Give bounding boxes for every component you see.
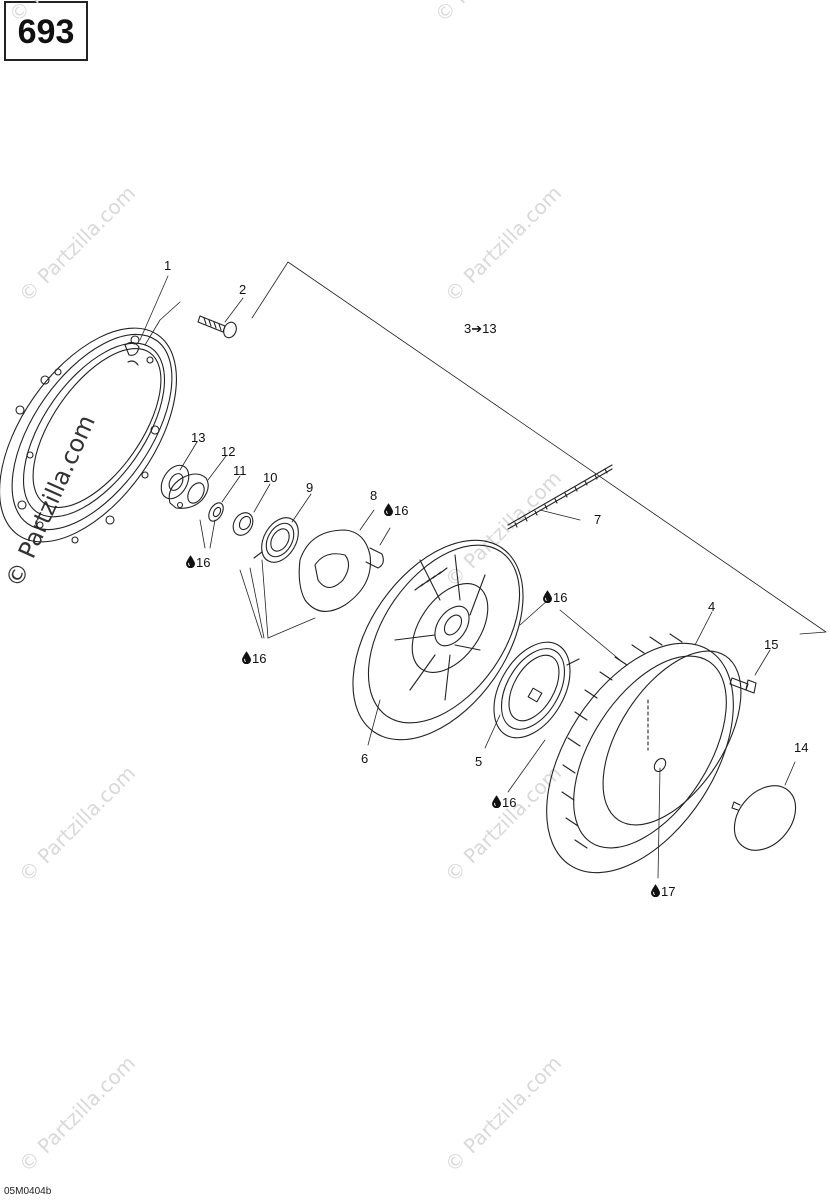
- callout-14: 14: [794, 740, 808, 755]
- callout-5: 5: [475, 754, 482, 769]
- drop-icon: [543, 590, 552, 603]
- page-number-box: 693: [4, 1, 88, 61]
- lubricant-callout-17: 17: [661, 884, 675, 899]
- callout-2: 2: [239, 282, 246, 297]
- part-6-rope-pulley: [352, 539, 524, 741]
- part-9-spring: [253, 517, 299, 563]
- callout-12: 12: [221, 444, 235, 459]
- part-4-starter-cover: [546, 633, 742, 874]
- drop-icon: [242, 651, 251, 664]
- callout-9: 9: [306, 480, 313, 495]
- callout-15: 15: [764, 637, 778, 652]
- drop-icon: [492, 795, 501, 808]
- callout-8: 8: [370, 488, 377, 503]
- drop-icon: [384, 503, 393, 516]
- part-10-bushing: [232, 512, 254, 536]
- part-11-washer: [208, 502, 224, 522]
- drop-icon: [186, 555, 195, 568]
- lubricant-callout-16: 16: [502, 795, 516, 810]
- callout-7: 7: [594, 512, 601, 527]
- lubricant-callout-16: 16: [252, 651, 266, 666]
- callout-4: 4: [708, 599, 715, 614]
- part-8-pawl: [298, 529, 384, 612]
- part-7-rope: [507, 464, 613, 530]
- callout-13: 13: [191, 430, 205, 445]
- leader-lines: [139, 261, 827, 879]
- callout-11: 11: [233, 463, 247, 478]
- part-2-screw: [197, 315, 237, 339]
- callout-10: 10: [263, 470, 277, 485]
- lubricant-callout-16: 16: [394, 503, 408, 518]
- part-13-washer: [160, 464, 190, 500]
- drawing-code: 05M0404b: [4, 1186, 52, 1197]
- part-14-cap: [731, 785, 797, 851]
- part-15-bolt: [729, 677, 757, 694]
- lubricant-callout-16: 16: [553, 590, 567, 605]
- page-number: 693: [17, 13, 75, 51]
- callout-1: 1: [164, 258, 171, 273]
- callout-assembly: 3➔13: [464, 321, 497, 336]
- lubricant-callout-16: 16: [196, 555, 210, 570]
- callout-6: 6: [361, 751, 368, 766]
- part-1-starter-pulley-housing: [0, 327, 177, 544]
- part-5-recoil-spring: [493, 641, 580, 739]
- callout-labels: 1 2 3➔13 13 12 11 10 9 8 7 4 15 6 5 14: [164, 258, 808, 769]
- lubricant-callouts: 16 16 16 16 16 17: [186, 503, 675, 899]
- drop-icon: [651, 884, 660, 897]
- part-12-plate: [168, 473, 209, 509]
